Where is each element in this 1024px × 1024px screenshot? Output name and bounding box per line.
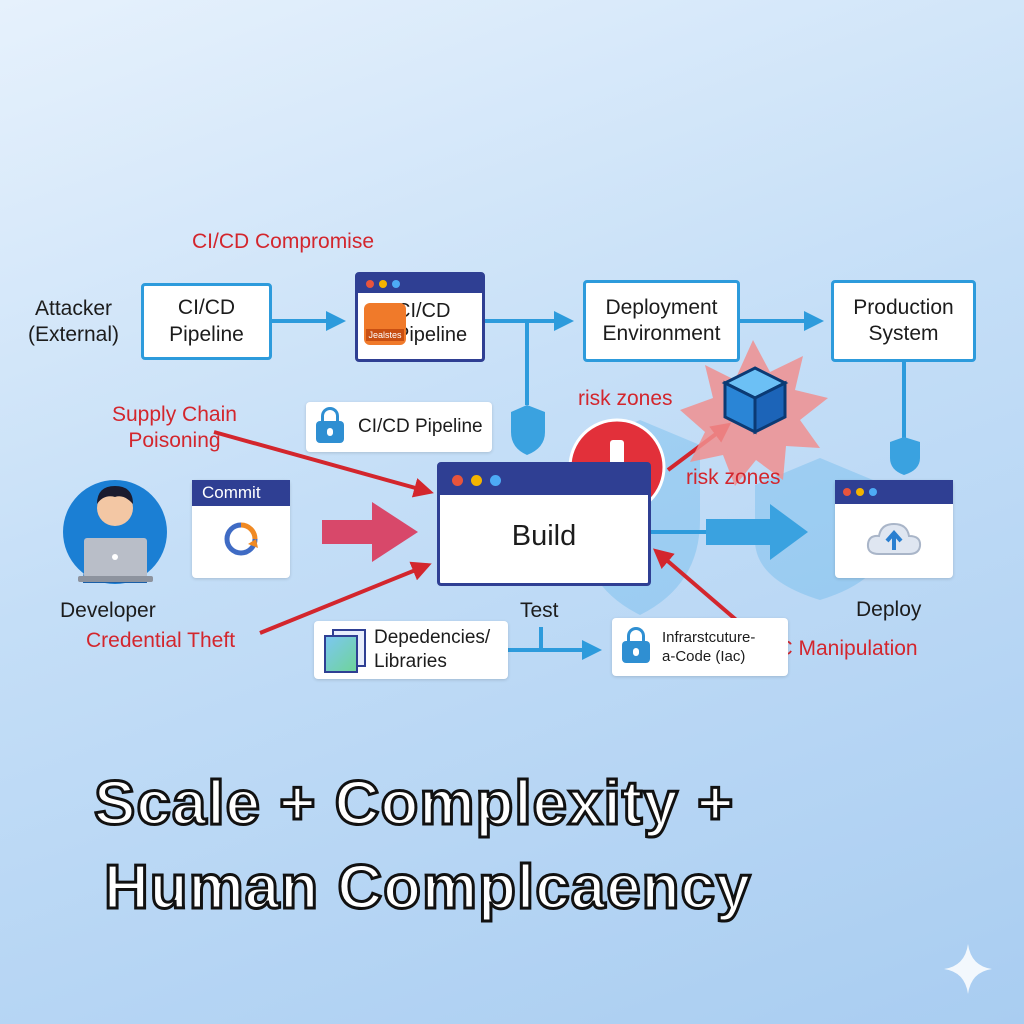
- box-deployment-environment: Deployment Environment: [583, 280, 740, 362]
- label-attacker: Attacker (External): [28, 297, 120, 347]
- shield-icon: [511, 405, 545, 455]
- commit-sync-icon: [224, 522, 258, 556]
- library-stack-icon: [322, 629, 366, 673]
- container-cube-icon: [721, 366, 789, 435]
- box-cicd-pipeline: CI/CD Pipeline: [141, 283, 272, 360]
- label-supply-chain: Supply Chain Poisoning: [112, 403, 237, 453]
- padlock-icon: [316, 407, 344, 443]
- flow-arrow-commit-build: [322, 502, 418, 562]
- card-dependencies-label: Depedencies/ Libraries: [374, 627, 491, 672]
- card-dependencies: Depedencies/ Libraries: [314, 621, 508, 679]
- window-build: Build: [437, 462, 651, 586]
- label-risk-zones-1: risk zones: [578, 387, 673, 410]
- card-iac: Infrarstcuture- a-Code (Iac): [612, 618, 788, 676]
- person-laptop-icon: [63, 480, 167, 584]
- padlock-icon: [622, 627, 650, 663]
- card-cicd-pipeline-lock: CI/CD Pipeline: [306, 402, 492, 452]
- label-risk-zones-2: risk zones: [686, 466, 781, 489]
- label-cicd-compromise: CI/CD Compromise: [192, 230, 375, 253]
- card-cicd-pipeline-label: CI/CD Pipeline: [358, 416, 483, 437]
- flow-connectors: [272, 311, 906, 660]
- headline-line-2: Human Complcaency: [103, 852, 753, 924]
- window-cicd-pipeline-label: CI/CD Pipeline: [396, 300, 468, 346]
- box-production-system: Production System: [831, 280, 976, 362]
- flow-arrow-build-deploy: [706, 504, 808, 560]
- label-credential-theft: Credential Theft: [86, 629, 236, 652]
- label-deploy: Deploy: [856, 598, 922, 621]
- window-deploy: [835, 480, 953, 578]
- window-build-label: Build: [511, 520, 577, 552]
- card-iac-label: Infrarstcuture- a-Code (Iac): [662, 628, 756, 666]
- sparkle-icon: [944, 944, 992, 994]
- shield-icon: [890, 437, 920, 475]
- window-commit: Commit: [192, 480, 290, 578]
- window-cicd-pipeline: CI/CD Pipeline Jealstes: [355, 272, 485, 362]
- label-test: Test: [520, 599, 559, 622]
- label-developer: Developer: [60, 599, 156, 622]
- cloud-upload-icon: [866, 522, 922, 555]
- jenkins-badge: Jealstes: [364, 303, 406, 345]
- headline-line-1: Scale + Complexity +: [92, 768, 735, 840]
- window-commit-title: Commit: [192, 480, 290, 506]
